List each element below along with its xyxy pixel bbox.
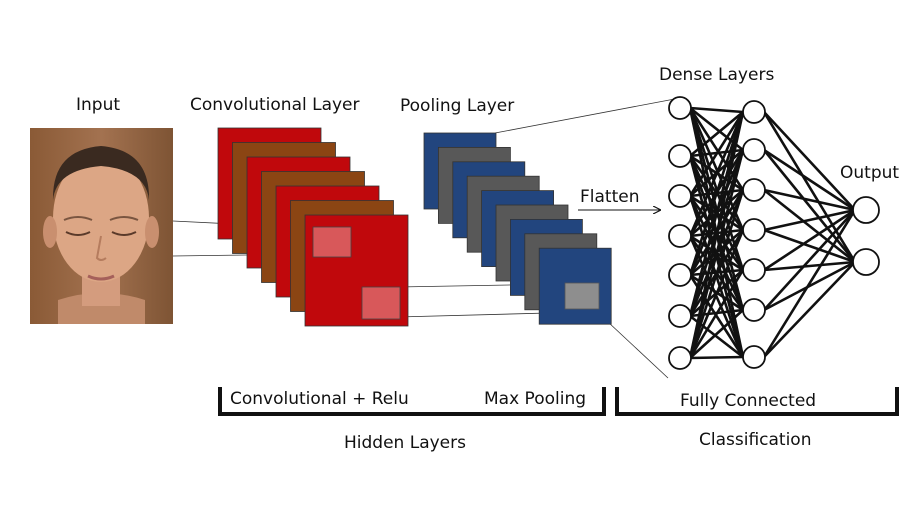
network-edge [762,208,857,312]
network-edge [762,260,857,359]
network-edge [688,110,745,198]
network-edge [688,228,745,360]
conv-output-patch [361,286,401,320]
input-label: Input [76,95,120,115]
network-edge [762,148,857,264]
hidden-neuron [742,178,766,202]
network-edge [762,188,857,264]
pooling-layer-stack [423,132,612,325]
max-pooling-label: Max Pooling [484,389,586,409]
network-edge [688,110,745,277]
input-face-image [30,128,173,324]
hidden-neuron [742,298,766,322]
flatten-label: Flatten [580,187,639,207]
network-edge [762,208,857,272]
network-edge [688,110,745,238]
hidden-neuron [742,100,766,124]
pool-patch [564,282,600,310]
input-neuron [668,304,692,328]
fully-connected-label: Fully Connected [680,391,816,411]
output-label: Output [840,163,899,183]
conv-input-patch [312,226,352,258]
network-edge [762,110,857,264]
network-edge [762,188,857,212]
convolutional-layer-label: Convolutional Layer [190,95,360,115]
network-edge [762,208,857,359]
hidden-neuron [742,345,766,369]
network-edge [688,355,745,360]
dense-network-nodes [668,96,880,370]
network-edge [762,260,857,272]
classification-bracket [615,387,899,416]
network-edge [688,308,745,360]
dense-layers-label: Dense Layers [659,65,774,85]
network-edge [762,110,857,212]
input-neuron [668,184,692,208]
hidden-layers-bracket [218,387,606,416]
hidden-layers-label: Hidden Layers [344,433,466,453]
input-neuron [668,346,692,370]
output-neuron [852,196,880,224]
network-edge [762,260,857,312]
input-neuron [668,224,692,248]
network-edge [688,148,745,360]
network-edge [762,208,857,232]
hidden-neuron [742,218,766,242]
input-neuron [668,263,692,287]
input-neuron [668,96,692,120]
output-neuron [852,248,880,276]
network-edge [688,110,745,318]
dense-network-edges [688,106,857,360]
classification-label: Classification [699,430,811,450]
network-edge [688,110,745,158]
network-edge [688,188,745,360]
conv-relu-label: Convolutional + Relu [230,389,409,409]
network-edge [688,268,745,360]
pooling-layer-label: Pooling Layer [400,96,514,116]
convolutional-layer-stack [217,127,409,327]
input-neuron [668,144,692,168]
network-edge [762,148,857,212]
hidden-neuron [742,258,766,282]
network-edge [688,110,745,360]
network-edge [688,106,745,114]
network-edge [762,228,857,264]
hidden-neuron [742,138,766,162]
